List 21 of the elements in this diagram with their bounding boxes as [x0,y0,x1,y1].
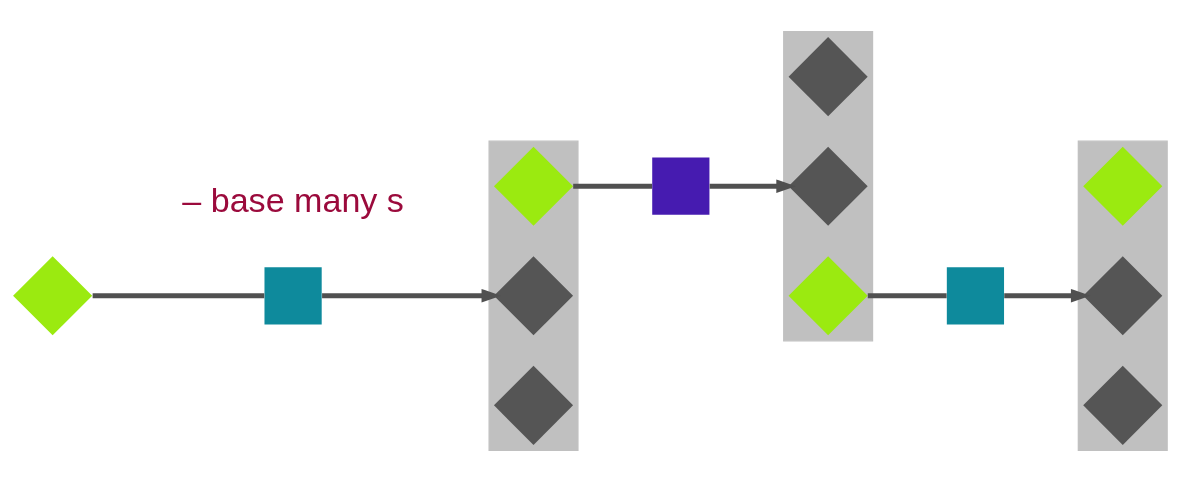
connector [573,183,652,189]
node-diamond [1083,365,1163,445]
node-diamond [788,37,868,117]
node-box [264,267,322,325]
node-diamond [493,365,574,445]
node-diamond [1083,256,1163,336]
node-diamond [788,146,868,226]
connector [92,293,265,299]
cluster [783,31,874,342]
node-box [946,267,1005,325]
node-diamond [788,256,868,336]
arrow [1004,288,1091,303]
label: – base many s [182,180,404,219]
cluster [488,140,579,451]
cluster [1077,140,1168,451]
node-box [652,157,710,215]
node-diamond [13,256,93,336]
node-diamond [493,146,574,226]
connector [867,293,947,299]
node-diamond [493,256,574,336]
node-diamond [1083,146,1163,226]
